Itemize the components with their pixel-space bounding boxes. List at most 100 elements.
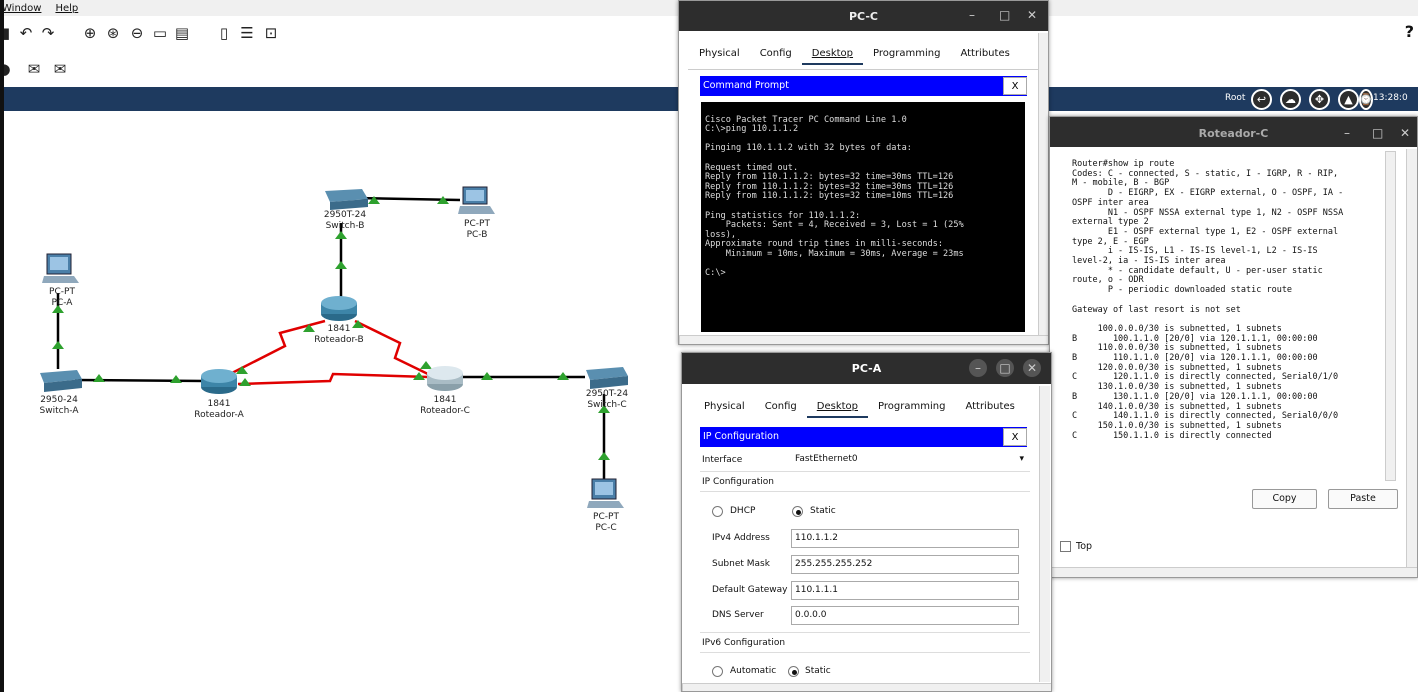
- switch-a-icon[interactable]: [40, 370, 82, 392]
- back-icon[interactable]: ↩: [1251, 89, 1272, 110]
- link-up-indicator: [52, 305, 64, 313]
- drawing-palette-icon[interactable]: ▤: [174, 24, 190, 42]
- switch-b-icon[interactable]: [325, 189, 368, 210]
- top-checkbox[interactable]: [1060, 541, 1071, 552]
- link-up-indicator: [239, 378, 251, 386]
- root-label: Root: [1225, 93, 1246, 103]
- close-icon[interactable]: ✕: [1400, 126, 1411, 140]
- zoom-out-icon[interactable]: ⊖: [130, 24, 144, 42]
- move-icon[interactable]: ✥: [1309, 89, 1330, 110]
- zoom-in-icon[interactable]: ⊕: [83, 24, 97, 42]
- link-up-indicator: [413, 372, 425, 380]
- vertical-scrollbar[interactable]: [1039, 386, 1050, 682]
- minimize-icon[interactable]: –: [1344, 126, 1350, 140]
- pc-c-icon[interactable]: [587, 478, 624, 508]
- simple-pdu-icon[interactable]: ✉: [27, 60, 41, 78]
- tab-attributes[interactable]: Attributes: [960, 48, 1010, 59]
- tab-programming[interactable]: Programming: [873, 48, 941, 59]
- image-icon[interactable]: ⊡: [264, 24, 278, 42]
- cluster-icon[interactable]: ☰: [240, 24, 254, 42]
- link-up-indicator: [352, 320, 364, 328]
- zoom-reset-icon[interactable]: ⊛: [106, 24, 120, 42]
- maximize-icon[interactable]: □: [996, 359, 1014, 377]
- close-app-button[interactable]: X: [1003, 428, 1027, 446]
- roteador-c-icon[interactable]: [427, 366, 463, 391]
- device-model: 2950T-24: [323, 210, 367, 220]
- roteador-a-icon[interactable]: [201, 369, 237, 394]
- tab-config[interactable]: Config: [764, 401, 797, 412]
- link-up-indicator: [335, 261, 347, 269]
- cloud-icon[interactable]: ☁: [1280, 89, 1301, 110]
- paste-button[interactable]: Paste: [1328, 489, 1398, 509]
- static6-radio[interactable]: [788, 666, 799, 677]
- link-up-indicator: [481, 372, 493, 380]
- complex-pdu-icon[interactable]: ✉: [53, 60, 67, 78]
- close-icon[interactable]: ✕: [1023, 359, 1041, 377]
- help-question-icon[interactable]: ?: [1404, 22, 1414, 41]
- device-model: PC-PT: [593, 512, 619, 522]
- switch-c-icon[interactable]: [586, 367, 628, 389]
- pc-a-icon[interactable]: [42, 253, 79, 283]
- maximize-icon[interactable]: □: [1372, 126, 1384, 140]
- tab-programming[interactable]: Programming: [878, 401, 946, 412]
- command-prompt-terminal[interactable]: Cisco Packet Tracer PC Command Line 1.0 …: [701, 102, 1025, 332]
- minimize-icon[interactable]: –: [969, 359, 987, 377]
- tab-desktop[interactable]: Desktop: [806, 398, 869, 418]
- link-up-indicator: [303, 324, 315, 332]
- static-radio[interactable]: [792, 506, 803, 517]
- link-up-indicator: [598, 405, 610, 413]
- menu-help[interactable]: Help: [55, 2, 79, 14]
- clock: 13:28:0: [1373, 93, 1408, 103]
- main-toolbar: ▮ ↶ ↷ ⊕ ⊛ ⊖ ▭ ▤ ▯ ☰ ⊡: [0, 20, 1418, 48]
- undo-icon[interactable]: ↶: [19, 24, 33, 42]
- vertical-scrollbar[interactable]: [1038, 33, 1048, 335]
- roteador-b-icon[interactable]: [321, 296, 357, 321]
- subnet-mask-field[interactable]: 255.255.255.252: [791, 555, 1019, 574]
- tab-desktop[interactable]: Desktop: [801, 45, 864, 65]
- automatic-radio[interactable]: [712, 666, 723, 677]
- select-icon[interactable]: ●: [0, 60, 11, 78]
- pc-b-icon[interactable]: [458, 186, 495, 214]
- toolbar-edge-icon[interactable]: ▮: [1, 24, 11, 42]
- pc-a-window: PC-A – □ ✕ Physical Config Desktop Progr…: [681, 352, 1052, 692]
- interface-select[interactable]: FastEthernet0▾: [792, 451, 1028, 470]
- copy-button[interactable]: Copy: [1252, 489, 1317, 509]
- roteador-c-titlebar[interactable]: Roteador-C – □ ✕: [1050, 117, 1417, 147]
- horizontal-scrollbar[interactable]: [1050, 567, 1417, 577]
- dns-field[interactable]: 0.0.0.0: [791, 606, 1019, 625]
- tab-attributes[interactable]: Attributes: [965, 401, 1015, 412]
- horizontal-scrollbar[interactable]: [679, 335, 1048, 344]
- pc-a-titlebar[interactable]: PC-A – □ ✕: [682, 353, 1051, 384]
- ipv4-field[interactable]: 110.1.1.2: [791, 529, 1019, 548]
- automatic-label: Automatic: [730, 666, 777, 676]
- horizontal-scrollbar[interactable]: [682, 683, 1051, 691]
- tab-config[interactable]: Config: [759, 48, 792, 59]
- minimize-icon[interactable]: –: [969, 8, 975, 22]
- dhcp-radio[interactable]: [712, 506, 723, 517]
- close-icon[interactable]: ✕: [1027, 8, 1038, 22]
- link-up-indicator: [420, 361, 432, 369]
- router-cli-output[interactable]: Router#show ip route Codes: C - connecte…: [1069, 158, 1385, 480]
- divider: [700, 632, 1030, 633]
- secondary-toolbar: ● ✉ ✉: [0, 56, 300, 82]
- custom-devices-icon[interactable]: ▯: [219, 24, 229, 42]
- tab-physical[interactable]: Physical: [699, 48, 740, 59]
- rectangle-icon[interactable]: ▭: [152, 24, 168, 42]
- pc-c-titlebar[interactable]: PC-C – □ ✕: [679, 1, 1048, 31]
- viewport-icon[interactable]: ▲: [1338, 89, 1359, 110]
- device-name: Roteador-C: [420, 406, 470, 416]
- close-app-button[interactable]: X: [1003, 77, 1027, 95]
- gateway-field[interactable]: 110.1.1.1: [791, 581, 1019, 600]
- redo-icon[interactable]: ↷: [41, 24, 55, 42]
- maximize-icon[interactable]: □: [999, 8, 1011, 22]
- tab-physical[interactable]: Physical: [704, 401, 745, 412]
- cli-scrollbar[interactable]: [1385, 151, 1396, 481]
- window-scrollbar[interactable]: [1406, 149, 1417, 567]
- static6-label: Static: [805, 666, 831, 676]
- menu-window[interactable]: Window: [2, 2, 42, 14]
